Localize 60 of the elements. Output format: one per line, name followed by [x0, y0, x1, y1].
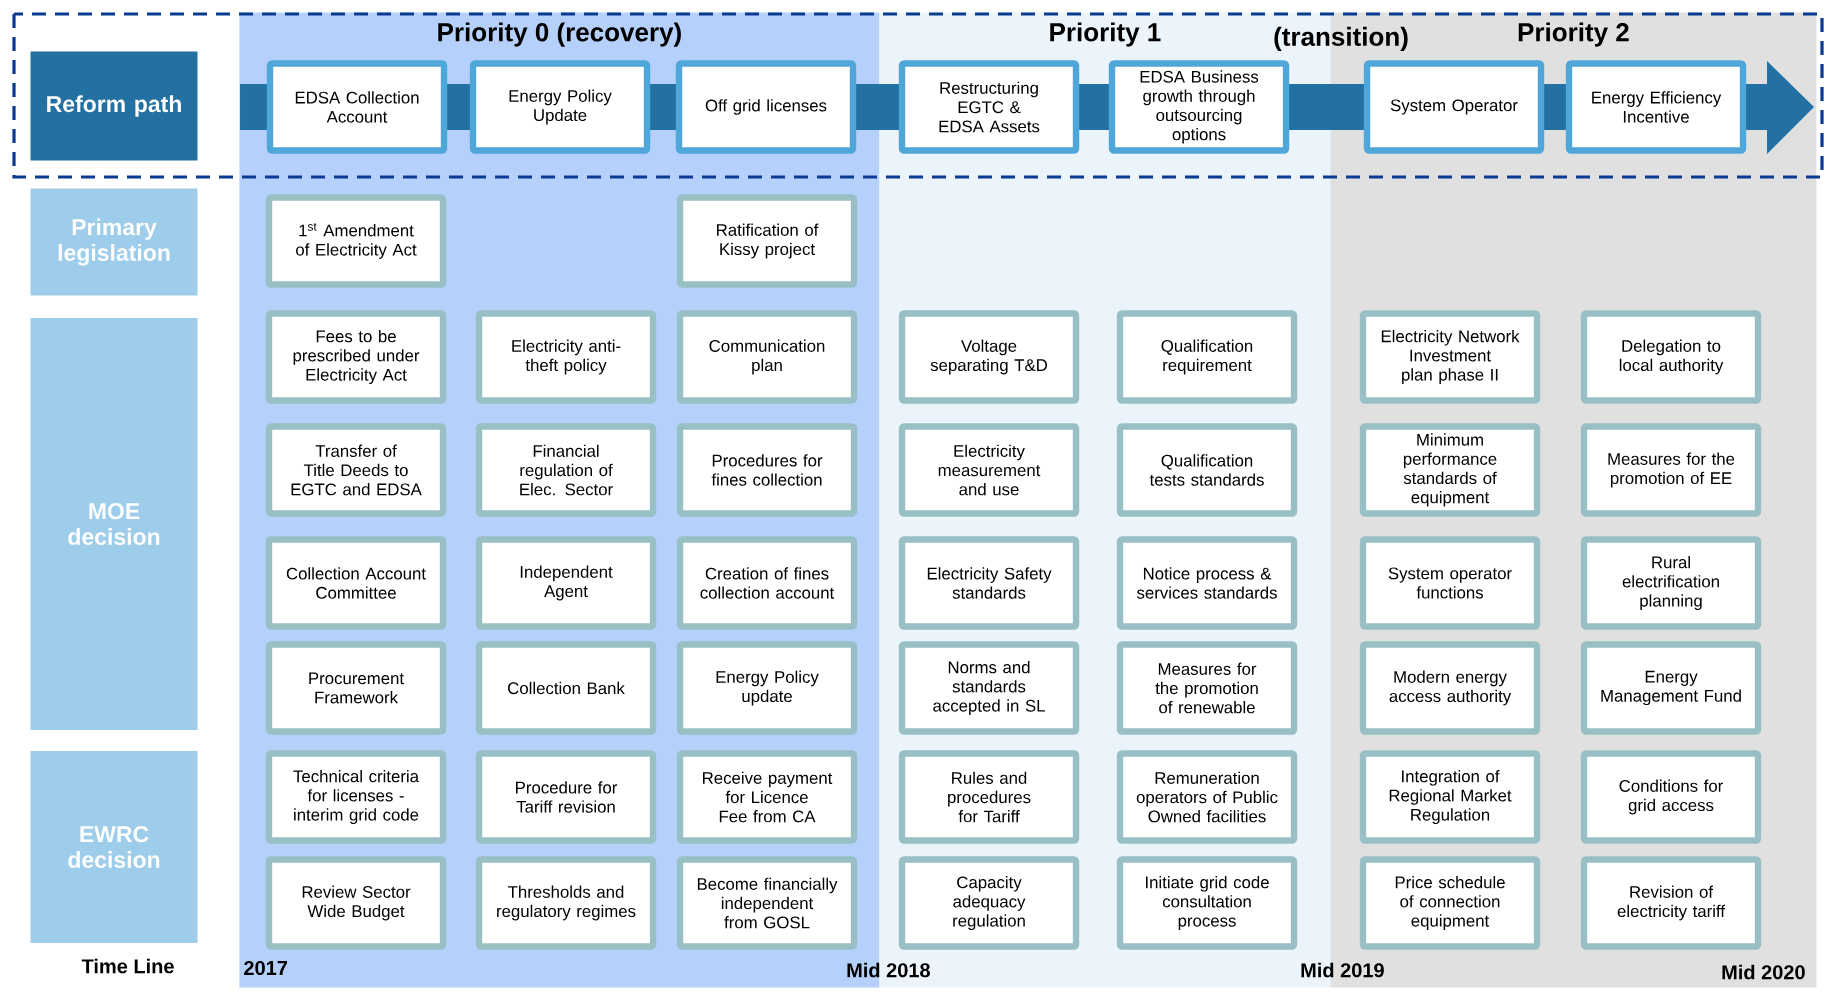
reform-step-box: EDSA Collection Account [266, 60, 448, 154]
measure-box: Measures for the promotion of EE [1580, 423, 1762, 517]
row-header: EWRC decision [30, 751, 198, 943]
measure-box: Collection Bank [475, 641, 657, 735]
measure-box: Transfer of Title Deeds to EGTC and EDSA [265, 423, 447, 517]
measure-box: Norms and standards accepted in SL [898, 641, 1080, 735]
measure-box: Rural electrification planning [1580, 536, 1762, 630]
measure-box: Voltage separating T&D [898, 310, 1080, 404]
phase-label: (transition) [1274, 26, 1408, 52]
measure-box: Creation of fines collection account [676, 536, 858, 630]
measure-box: Become financially independent from GOSL [676, 856, 858, 950]
timeline-date: Mid 2018 [847, 962, 930, 978]
reform-step-box: Energy Efficiency Incentive [1565, 60, 1747, 154]
measure-box: Electricity anti-theft policy [475, 310, 657, 404]
timeline-date: Mid 2019 [1301, 962, 1384, 978]
measure-box: Qualification tests standards [1116, 423, 1298, 517]
measure-box: Initiate grid code consultation process [1116, 856, 1298, 950]
measure-box: Revision of electricity tariff [1580, 856, 1762, 950]
measure-box: Receive payment for Licence Fee from CA [676, 750, 858, 844]
measure-box: System operator functions [1359, 536, 1541, 630]
measure-box: Electricity Network Investment plan phase II [1359, 310, 1541, 404]
row-header: MOE decision [30, 318, 198, 730]
measure-box: Remuneration operators of Public Owned facilities [1116, 750, 1298, 844]
measure-box: Technical criteria for licenses - interim grid code [265, 750, 447, 844]
reform-step-box: EDSA Business growth through outsourcing options [1108, 60, 1290, 154]
reform-step-box: System Operator [1363, 60, 1545, 154]
measure-box: Capacity adequacy regulation [898, 856, 1080, 950]
measure-box: Notice process & services standards [1116, 536, 1298, 630]
measure-box: Integration of Regional Market Regulation [1359, 750, 1541, 844]
measure-box: Collection Account Committee [265, 536, 447, 630]
measure-box: Measures for the promotion of renewable [1116, 641, 1298, 735]
measure-box: Delegation to local authority [1580, 310, 1762, 404]
measure-box: Modern energy access authority [1359, 641, 1541, 735]
measure-box: Minimum performance standards of equipment [1359, 423, 1541, 517]
reform-step-box: Energy Policy Update [469, 60, 651, 154]
measure-box: Fees to be prescribed under Electricity Act [265, 310, 447, 404]
measure-box: Thresholds and regulatory regimes [475, 856, 657, 950]
timeline-date: 2017 [244, 960, 288, 976]
measure-box: Procurement Framework [265, 641, 447, 735]
measure-box: Independent Agent [475, 536, 657, 630]
measure-box: Energy Policy update [676, 641, 858, 735]
measure-box: Electricity measurement and use [898, 423, 1080, 517]
reform-step-box: Off grid licenses [675, 60, 857, 154]
measure-box: Energy Management Fund [1580, 641, 1762, 735]
reform-step-box: Restructuring EGTC & EDSA Assets [898, 60, 1080, 154]
measure-box: Communication plan [676, 310, 858, 404]
measure-box: Qualification requirement [1116, 310, 1298, 404]
measure-box: Conditions for grid access [1580, 750, 1762, 844]
measure-box: Review Sector Wide Budget [265, 856, 447, 950]
measure-box: Ratification of Kissy project [676, 194, 858, 288]
measure-box: Electricity Safety standards [898, 536, 1080, 630]
measure-box: Financial regulation of Elec. Sector [475, 423, 657, 517]
row-header: Primary legislation [30, 188, 198, 296]
measure-box: Procedures for fines collection [676, 423, 858, 517]
measure-box: 1$^{st}$ Amendment of Electricity Act [265, 194, 447, 288]
measure-box: Rules and procedures for Tariff [898, 750, 1080, 844]
row-header: Reform path [30, 51, 198, 161]
measure-box: Price schedule of connection equipment [1359, 856, 1541, 950]
timeline-date: Mid 2020 [1722, 964, 1805, 980]
measure-box: Procedure for Tariff revision [475, 750, 657, 844]
